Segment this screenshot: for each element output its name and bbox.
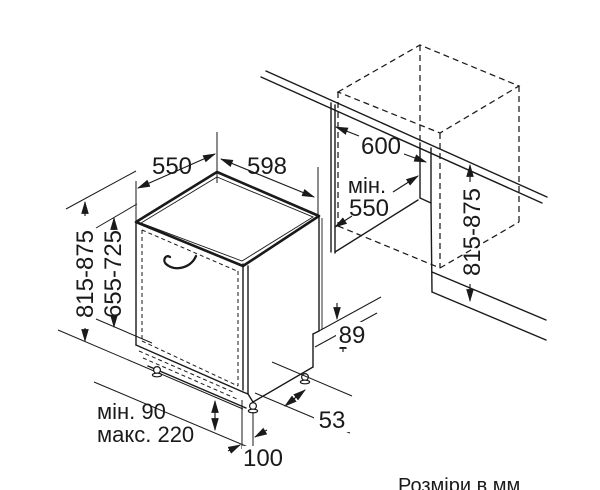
niche-right-wall xyxy=(419,142,432,204)
label-plinth-min: мін. 90 xyxy=(97,399,166,424)
label-appliance-height: 815-875 xyxy=(72,230,99,318)
label-foot-offset-front: 100 xyxy=(243,445,283,472)
niche-volume-dashed-box xyxy=(336,44,521,269)
dishwasher xyxy=(134,170,323,414)
label-niche-depth: 550 xyxy=(349,195,389,222)
dim-niche-width xyxy=(334,126,428,163)
floor-reference-lines xyxy=(57,329,268,456)
dishwasher-top-face xyxy=(134,170,321,268)
label-mask xyxy=(336,322,369,347)
dishwasher-base xyxy=(138,350,247,409)
label-niche-width: 600 xyxy=(361,133,401,160)
foot xyxy=(247,402,259,414)
caption-units: Розміри в мм xyxy=(398,475,520,490)
countertop xyxy=(260,70,548,204)
label-niche-height: 815-875 xyxy=(459,188,486,276)
foot xyxy=(299,373,311,385)
dim-door-height xyxy=(95,203,153,344)
foot xyxy=(151,366,163,378)
dishwasher-feet xyxy=(151,366,311,414)
dishwasher-door xyxy=(135,221,249,395)
label-foot-offset-side: 53 xyxy=(319,407,346,434)
label-top-width: 598 xyxy=(247,153,287,180)
label-door-height: 655-725 xyxy=(100,230,127,318)
door-handle xyxy=(163,254,198,270)
dim-top-width xyxy=(219,158,319,218)
dim-niche-depth xyxy=(334,175,419,228)
label-mask xyxy=(242,446,285,470)
label-top-depth: 550 xyxy=(152,153,192,180)
label-rear-step: 89 xyxy=(339,322,366,349)
label-plinth-max: макс. 220 xyxy=(97,422,194,447)
dim-appliance-height xyxy=(65,170,137,343)
label-mask xyxy=(314,407,350,432)
floor-slab xyxy=(430,202,547,341)
dim-top-depth xyxy=(135,132,218,222)
label-niche-depth-prefix: мін. xyxy=(348,173,386,198)
